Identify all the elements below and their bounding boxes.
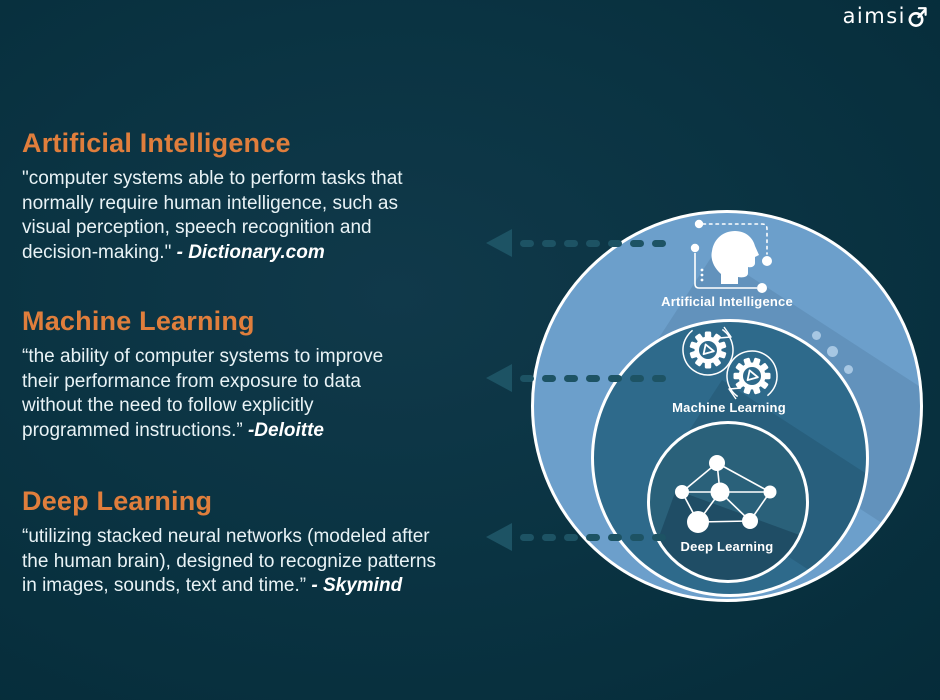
aimsio-logo: aimsi: [843, 3, 930, 28]
heading-artificial-intelligence: Artificial Intelligence: [22, 128, 291, 158]
heading-deep-learning: Deep Learning: [22, 486, 213, 516]
arrowhead-left-icon: [486, 364, 512, 392]
quote-text: “the ability of computer systems to impr…: [22, 346, 384, 441]
long-shadow: [650, 490, 806, 580]
quote-artificial-intelligence: "computer systems able to perform tasks …: [22, 167, 512, 265]
logo-o-arrow-icon: [908, 7, 927, 27]
dashed-arrow-deep-learning: [486, 523, 666, 551]
dashed-arrow-machine-learning: [486, 364, 666, 392]
quote-attribution: - Skymind: [311, 575, 403, 596]
quote-text: “utilizing stacked neural networks (mode…: [22, 526, 437, 596]
section-artificial-intelligence: Artificial Intelligence "computer system…: [22, 128, 512, 265]
quote-machine-learning: “the ability of computer systems to impr…: [22, 345, 512, 443]
quote-text: "computer systems able to perform tasks …: [22, 168, 403, 263]
logo-text: aimsi: [842, 4, 906, 28]
arrowhead-left-icon: [486, 229, 512, 257]
dashed-arrow-artificial-intelligence: [486, 229, 666, 257]
quote-attribution: -Deloitte: [247, 419, 324, 441]
section-machine-learning: Machine Learning “the ability of compute…: [22, 306, 512, 443]
section-deep-learning: Deep Learning “utilizing stacked neural …: [22, 486, 512, 599]
ring-deep-learning: [647, 421, 809, 583]
arrowhead-left-icon: [486, 523, 512, 551]
quote-attribution: - Dictionary.com: [176, 241, 325, 263]
heading-machine-learning: Machine Learning: [22, 306, 255, 336]
quote-deep-learning: “utilizing stacked neural networks (mode…: [22, 525, 512, 599]
